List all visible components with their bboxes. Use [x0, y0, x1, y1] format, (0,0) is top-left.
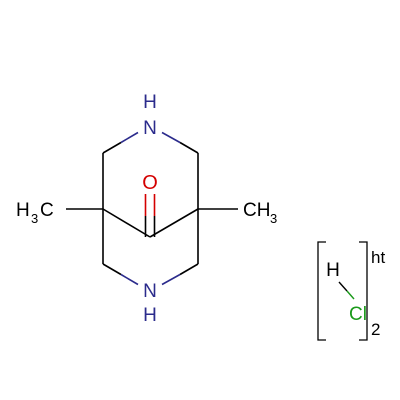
- bottom-amine-nitrogen: N: [143, 281, 157, 302]
- hcl-salt: H Cl ht 2: [317, 241, 385, 341]
- right-bracket: [359, 241, 368, 341]
- salt-superscript: ht: [371, 248, 385, 267]
- carbonyl-oxygen: O: [142, 172, 158, 194]
- left-methyl-c: C: [40, 200, 54, 221]
- bottom-amine: N H: [143, 281, 157, 326]
- skeleton-bonds: [66, 153, 238, 264]
- right-methyl-label: CH 3: [243, 200, 277, 226]
- salt-h-cl-bond-green: [346, 290, 355, 300]
- carbonyl-double-bond: [144, 194, 156, 237]
- right-methyl-subscript: 3: [270, 211, 277, 226]
- left-methyl-subscript: 3: [31, 211, 38, 226]
- bottom-amine-hydrogen: H: [143, 305, 157, 326]
- carbon-nitrogen-bonds: [102, 131, 199, 286]
- top-amine-nitrogen: N: [143, 118, 157, 139]
- right-methyl-ch: CH: [243, 200, 270, 221]
- bond-c1-c9: [102, 208, 151, 238]
- top-amine-hydrogen: H: [143, 92, 157, 113]
- salt-h-cl-bond-black: [338, 281, 348, 292]
- left-methyl-label: H 3 C: [16, 200, 54, 226]
- bond-c5-c9: [149, 208, 199, 238]
- salt-multiplier: 2: [371, 320, 380, 339]
- salt-hydrogen: H: [326, 260, 340, 281]
- left-bracket: [317, 241, 326, 341]
- left-methyl-h: H: [16, 200, 30, 221]
- top-amine: H N: [143, 92, 157, 139]
- salt-chlorine: Cl: [349, 304, 367, 325]
